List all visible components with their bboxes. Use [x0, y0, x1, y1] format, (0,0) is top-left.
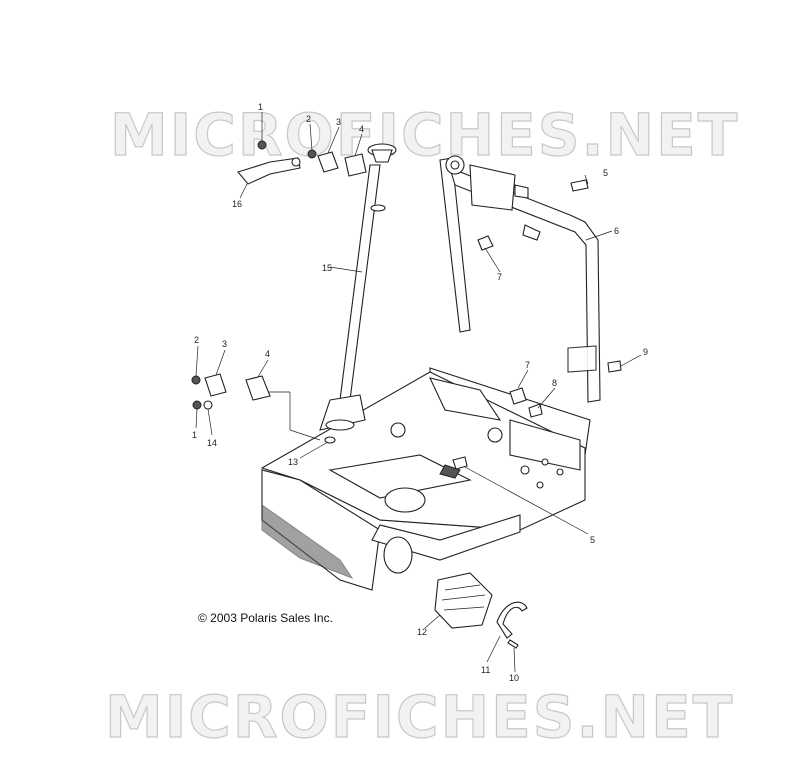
callout-10: 10	[509, 673, 519, 683]
callout-4-lower: 4	[265, 349, 270, 359]
lower-boot-assembly	[434, 572, 528, 649]
callout-15: 15	[322, 263, 332, 273]
lower-left-hardware	[191, 373, 336, 444]
callout-2-upper: 2	[306, 114, 311, 124]
callout-3-upper: 3	[336, 117, 341, 127]
callout-8: 8	[552, 378, 557, 388]
watermark-bottom: MICROFICHES.NET	[105, 683, 734, 751]
callout-2-lower: 2	[194, 335, 199, 345]
steering-column	[319, 143, 397, 431]
callout-9: 9	[643, 347, 648, 357]
callout-13: 13	[288, 457, 298, 467]
callout-labels: 1 2 3 4 5 6 7 16 15 9 2 3 4 7 8 1 14 13 …	[192, 102, 648, 683]
middle-hardware	[452, 387, 543, 470]
roll-bar	[439, 155, 601, 403]
upper-hardware	[257, 140, 622, 373]
callout-12: 12	[417, 627, 427, 637]
callout-6: 6	[614, 226, 619, 236]
callout-7-upper: 7	[497, 272, 502, 282]
callout-16: 16	[232, 199, 242, 209]
callout-5-lower: 5	[590, 535, 595, 545]
frame-chassis	[260, 367, 591, 591]
callout-11: 11	[481, 665, 490, 675]
copyright-notice: © 2003 Polaris Sales Inc.	[198, 611, 333, 625]
callout-3-lower: 3	[222, 339, 227, 349]
callout-1-upper: 1	[258, 102, 263, 112]
callout-14: 14	[207, 438, 217, 448]
callout-4-upper: 4	[359, 124, 364, 134]
leader-lines	[195, 112, 642, 673]
callout-5-upper: 5	[603, 168, 608, 178]
steering-arm	[237, 157, 301, 185]
callout-1-lower: 1	[192, 430, 197, 440]
callout-7-lower: 7	[525, 360, 530, 370]
watermark-top: MICROFICHES.NET	[110, 101, 739, 169]
